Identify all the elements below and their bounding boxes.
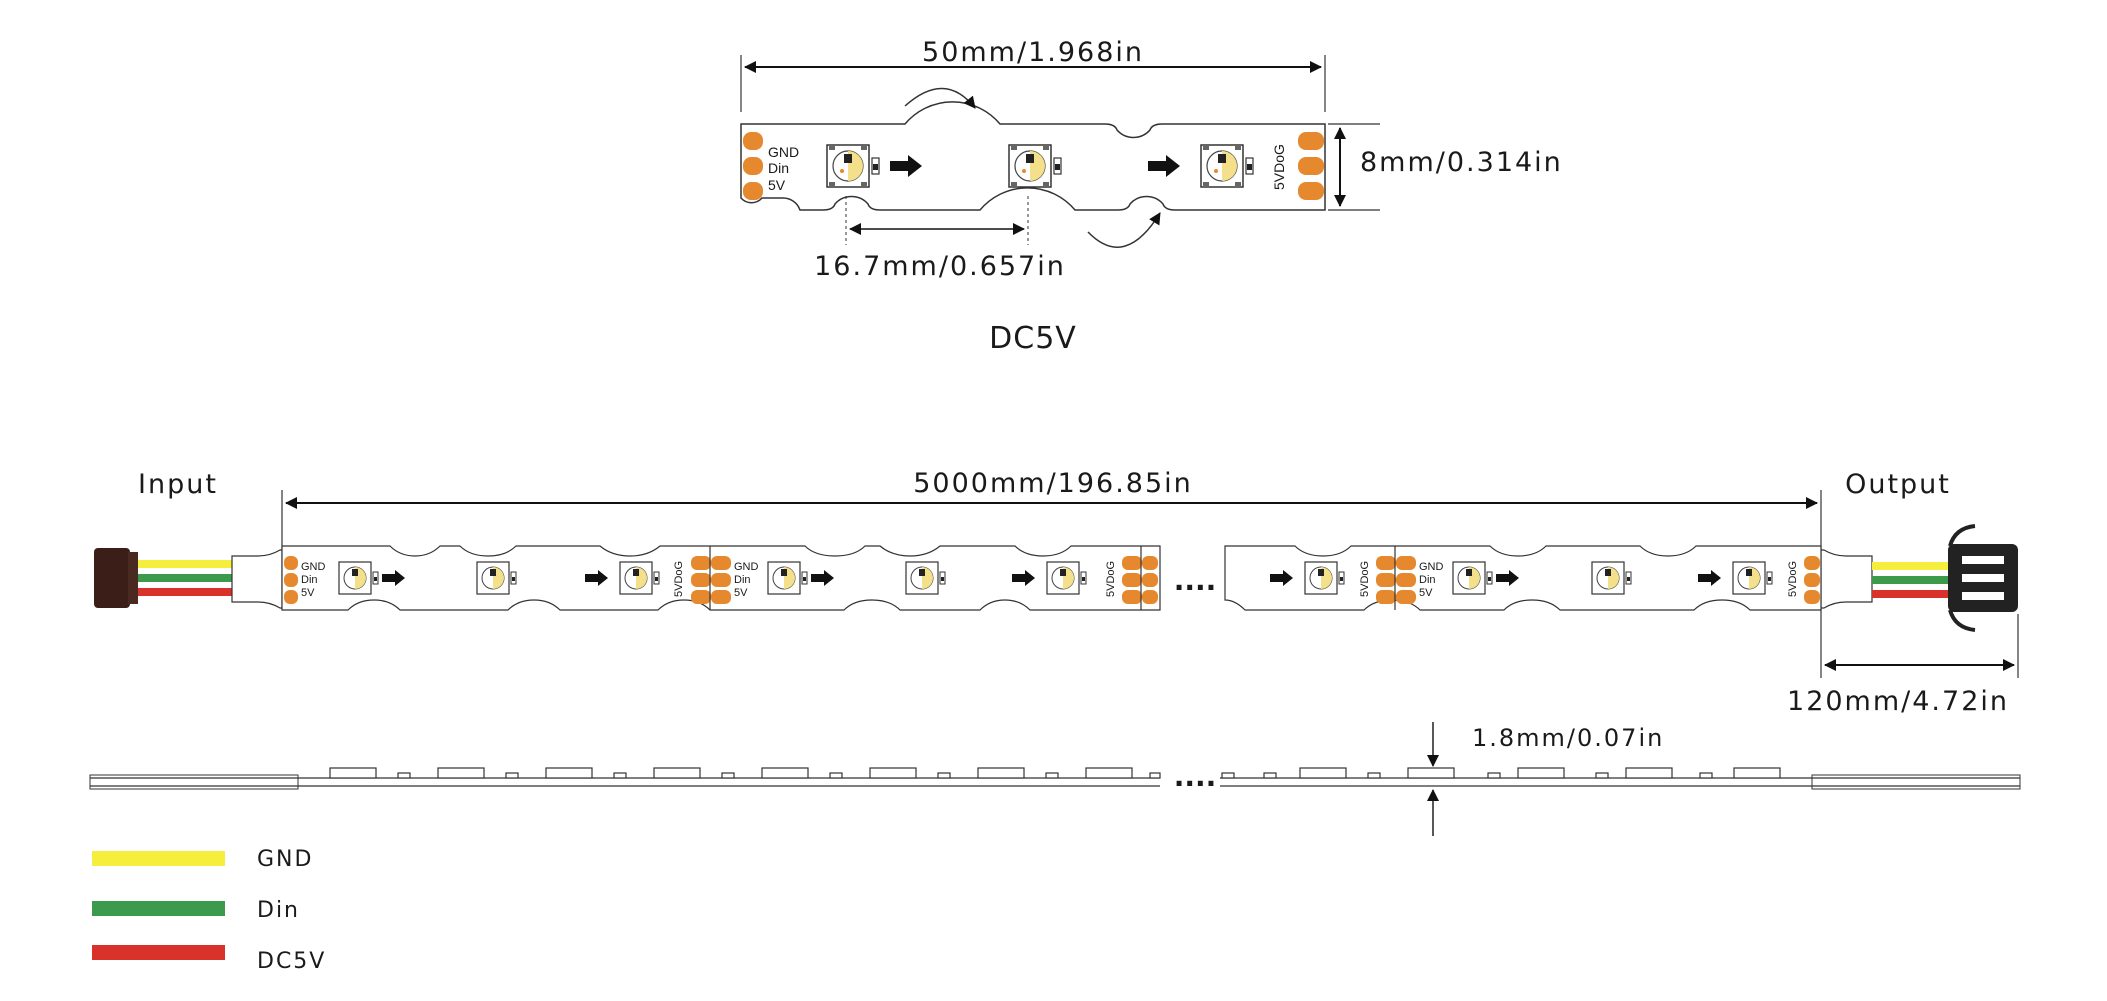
legend-label-din: Din — [257, 898, 300, 923]
strip-joint-2-out: 5VDoG — [1105, 561, 1117, 597]
profile-output-cover — [1811, 774, 2021, 790]
input-wire-gnd — [138, 560, 233, 568]
strip-joint-3-5v: 5V — [1419, 587, 1433, 599]
full-strip: Input Output 5000mm/196.85in 120mm/4.72i… — [94, 468, 2019, 717]
top-detail: 50mm/1.968in GND Din 5V 5VDoG 8mm/0.314i… — [740, 37, 1563, 356]
legend-label-gnd: GND — [257, 847, 313, 872]
top-pad-din: Din — [768, 160, 789, 176]
strip-joint-3-gnd: GND — [1419, 561, 1444, 573]
wire-legend: GND Din DC5V — [92, 847, 326, 974]
strip-output-pad-label: 5VDoG — [1787, 561, 1799, 597]
profile-components-right — [1221, 767, 1781, 779]
voltage-label: DC5V — [989, 321, 1077, 356]
pad-left-3 — [743, 182, 763, 200]
output-label: Output — [1845, 469, 1951, 500]
bend-arrow-top — [904, 87, 976, 109]
top-pad-out-label: 5VDoG — [1271, 144, 1287, 190]
side-profile: .... 1.8mm/0.07in — [89, 722, 2021, 836]
legend-swatch-dc5v — [92, 945, 225, 960]
output-connector-slot-2 — [1962, 574, 2004, 582]
pad-left-2 — [743, 157, 763, 175]
strip-pad-5v: 5V — [301, 587, 315, 599]
output-latch-bottom — [1948, 609, 1976, 632]
strip-joint-3-din: Din — [1419, 574, 1436, 586]
profile-input-cover — [89, 774, 299, 790]
strip-joint-1-out: 5VDoG — [673, 561, 685, 597]
strip-pads-output — [1804, 556, 1820, 604]
input-wire-5v — [138, 588, 233, 596]
input-connector-neck — [128, 552, 138, 604]
input-label: Input — [138, 469, 218, 500]
strip-joint-1-5v: 5V — [734, 587, 748, 599]
strip-pad-din: Din — [301, 574, 318, 586]
top-pad-gnd: GND — [768, 144, 799, 160]
output-connector-slot-3 — [1962, 592, 2004, 600]
legend-swatch-din — [92, 901, 225, 916]
strip-length-label: 5000mm/196.85in — [913, 468, 1193, 499]
top-length-label: 50mm/1.968in — [922, 37, 1144, 68]
pad-right-1 — [1298, 132, 1324, 150]
output-wire-5v — [1872, 590, 1950, 598]
strip-joint-1 — [691, 546, 731, 610]
output-latch-top — [1948, 524, 1976, 547]
top-width-label: 8mm/0.314in — [1360, 147, 1563, 178]
profile-ellipsis: .... — [1174, 760, 1217, 793]
top-pitch-label: 16.7mm/0.657in — [814, 251, 1066, 282]
strip-ellipsis: .... — [1174, 564, 1217, 597]
strip-joint-3-out: 5VDoG — [1359, 561, 1371, 597]
top-pad-5v: 5V — [768, 177, 786, 193]
strip-joint-2 — [1122, 546, 1158, 610]
input-connector — [94, 548, 130, 608]
strip-joint-3 — [1376, 546, 1416, 610]
legend-label-dc5v: DC5V — [257, 949, 326, 974]
lead-length-label: 120mm/4.72in — [1787, 686, 2009, 717]
pad-right-2 — [1298, 157, 1324, 175]
input-wire-din — [138, 574, 233, 582]
bend-arrow-bottom — [1087, 212, 1161, 248]
output-connector-slot-1 — [1962, 556, 2004, 564]
strip-pad-gnd: GND — [301, 561, 326, 573]
legend-swatch-gnd — [92, 851, 225, 866]
pad-left-1 — [743, 132, 763, 150]
input-solder-cover — [231, 549, 283, 609]
thickness-label: 1.8mm/0.07in — [1472, 724, 1664, 752]
strip-joint-1-gnd: GND — [734, 561, 759, 573]
strip-pads-input — [284, 556, 298, 604]
output-wire-din — [1872, 576, 1950, 584]
output-solder-cover — [1820, 549, 1873, 609]
strip-joint-1-din: Din — [734, 574, 751, 586]
output-wire-gnd — [1872, 562, 1950, 570]
pad-right-3 — [1298, 182, 1324, 200]
profile-components-left — [329, 767, 1161, 779]
